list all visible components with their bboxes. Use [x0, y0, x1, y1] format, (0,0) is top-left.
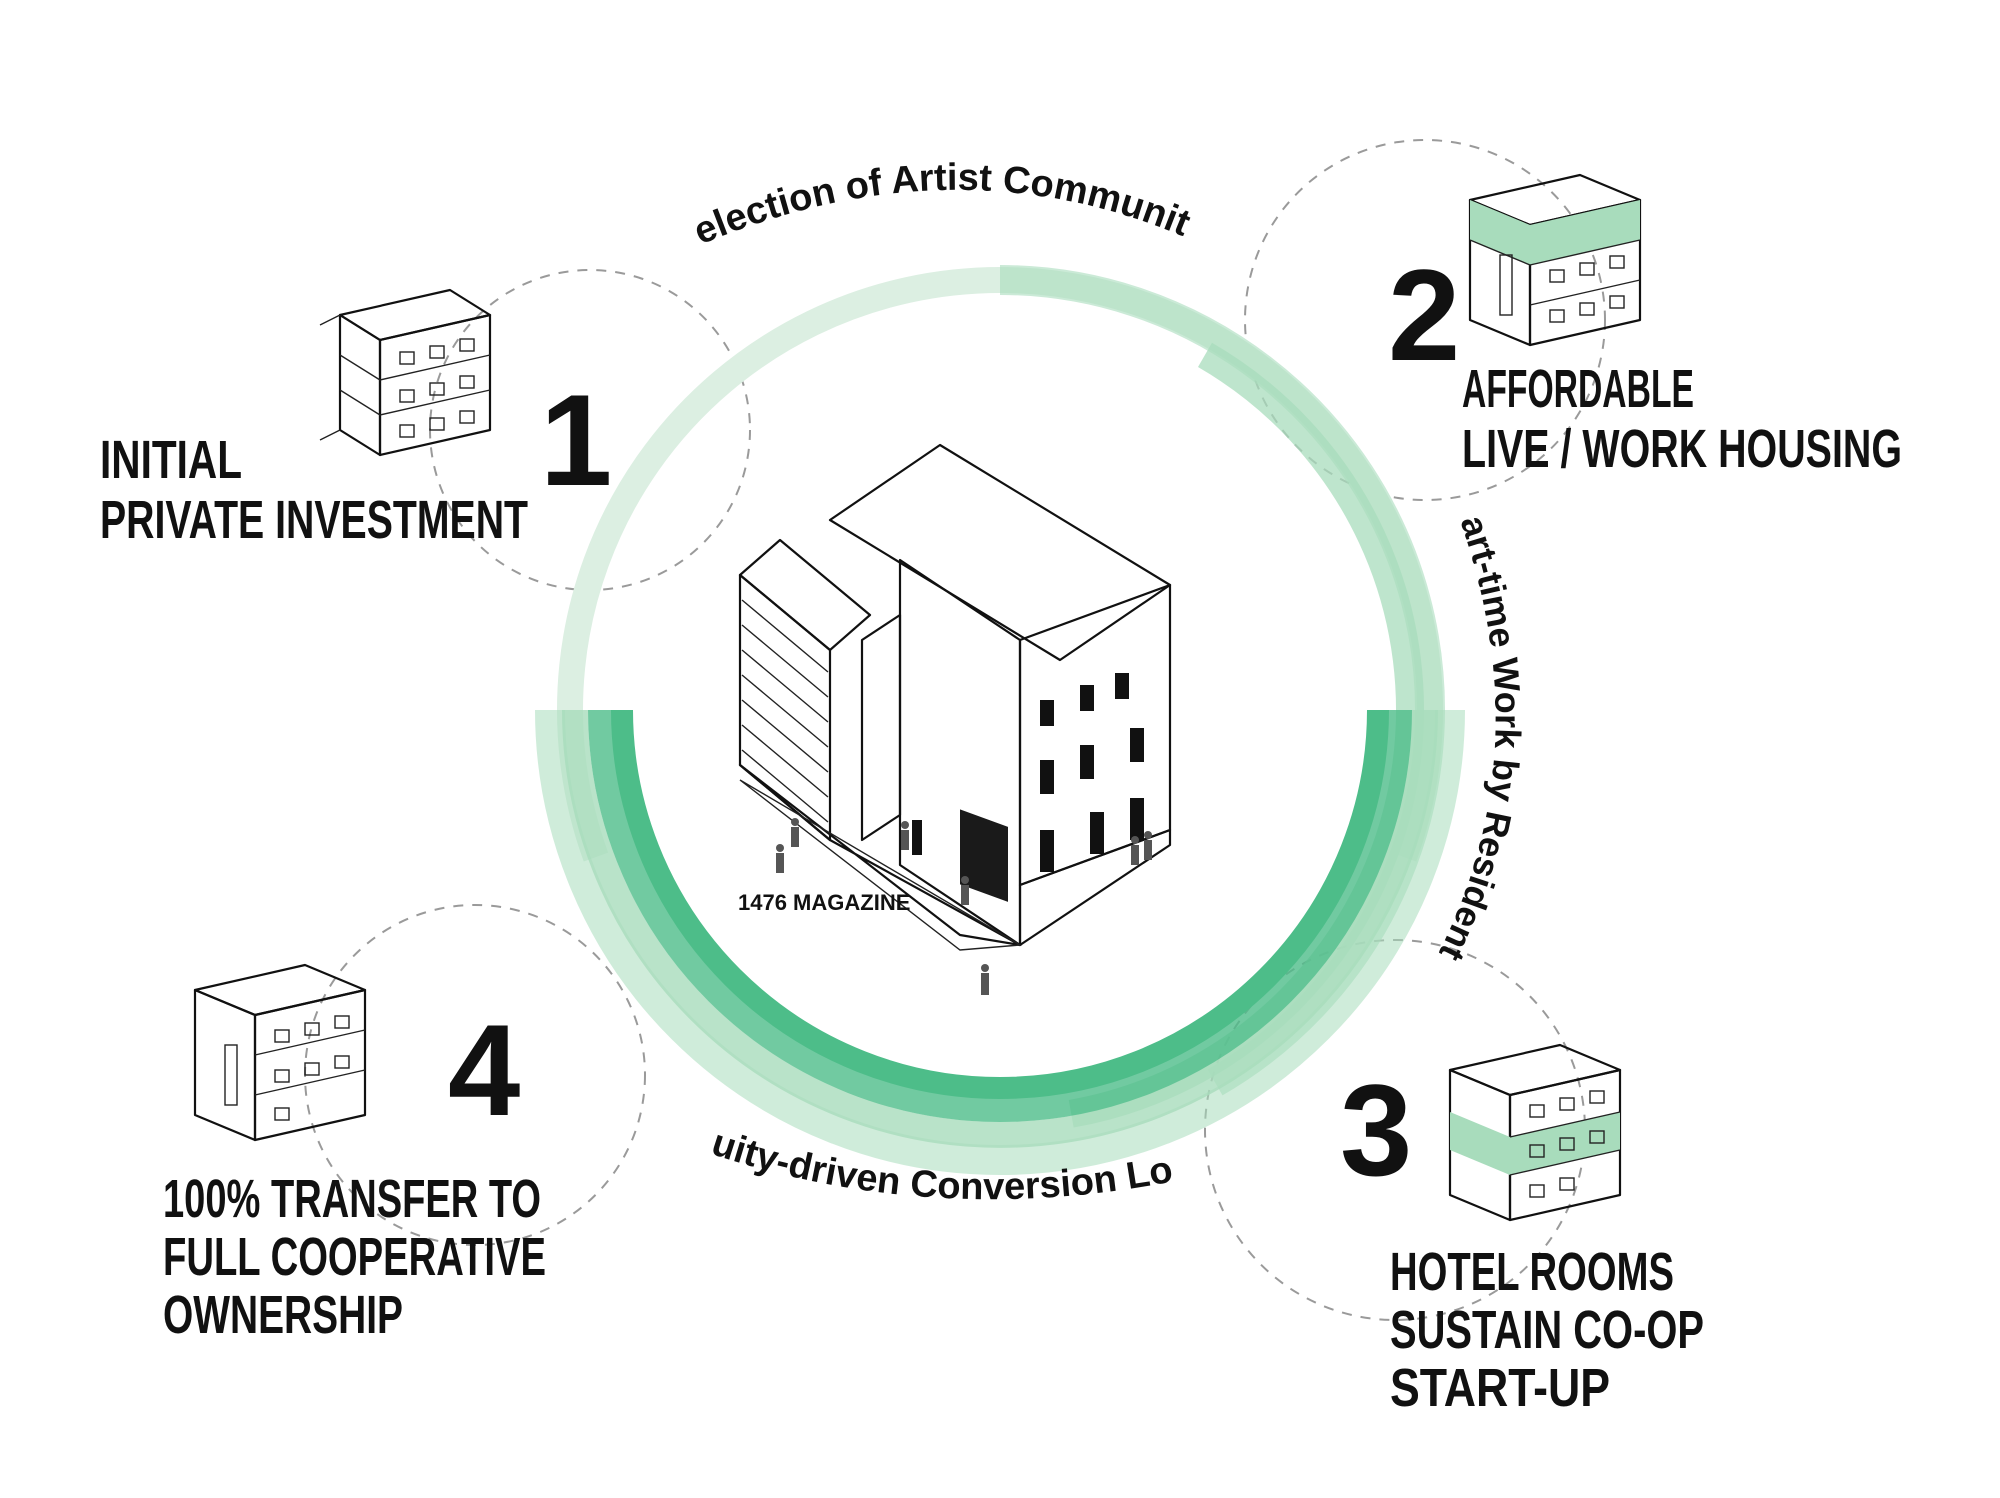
arc-label-top: Selection of Artist Community [0, 0, 1196, 253]
svg-text:AFFORDABLE: AFFORDABLE [1462, 359, 1694, 419]
step-4-number: 4 [448, 997, 520, 1143]
svg-text:OWNERSHIP: OWNERSHIP [163, 1285, 403, 1345]
band-6 [588, 709, 1412, 1122]
step-1-text: INITIAL PRIVATE INVESTMENT [100, 430, 528, 550]
svg-text:FULL COOPERATIVE: FULL COOPERATIVE [163, 1227, 546, 1287]
step-2-number: 2 [1388, 242, 1460, 388]
step-1-number: 1 [540, 367, 612, 513]
cycle-bands [535, 265, 1465, 1175]
center-building-label: 1476 MAGAZINE [738, 890, 910, 915]
svg-text:100% TRANSFER TO: 100% TRANSFER TO [163, 1169, 541, 1229]
svg-text:LIVE / WORK HOUSING: LIVE / WORK HOUSING [1462, 419, 1902, 479]
band-5 [562, 709, 1438, 1148]
guide-circle-2 [1244, 139, 1606, 501]
svg-text:HOTEL ROOMS: HOTEL ROOMS [1390, 1242, 1674, 1302]
svg-text:SUSTAIN CO-OP: SUSTAIN CO-OP [1390, 1300, 1704, 1360]
step-3-text: HOTEL ROOMS SUSTAIN CO-OP START-UP [1390, 1242, 1704, 1418]
building-outline-icon [319, 288, 492, 457]
building-full-green-icon [193, 963, 367, 1142]
building-middle-floor-icon [1448, 1043, 1622, 1222]
people-figures-icon [776, 818, 1152, 995]
facade-slats [741, 599, 829, 823]
band-1 [557, 267, 1443, 862]
central-building [738, 443, 1172, 951]
svg-text:START-UP: START-UP [1390, 1358, 1610, 1418]
band-7 [611, 709, 1389, 1099]
step-3-number: 3 [1340, 1057, 1412, 1203]
band-4 [535, 709, 1465, 1175]
svg-text:INITIAL: INITIAL [100, 430, 242, 490]
step-4-text: 100% TRANSFER TO FULL COOPERATIVE OWNERS… [163, 1169, 546, 1345]
svg-text:PRIVATE INVESTMENT: PRIVATE INVESTMENT [100, 490, 528, 550]
step-2-text: AFFORDABLE LIVE / WORK HOUSING [1462, 359, 1902, 479]
building-top-floor-icon [1468, 173, 1642, 347]
